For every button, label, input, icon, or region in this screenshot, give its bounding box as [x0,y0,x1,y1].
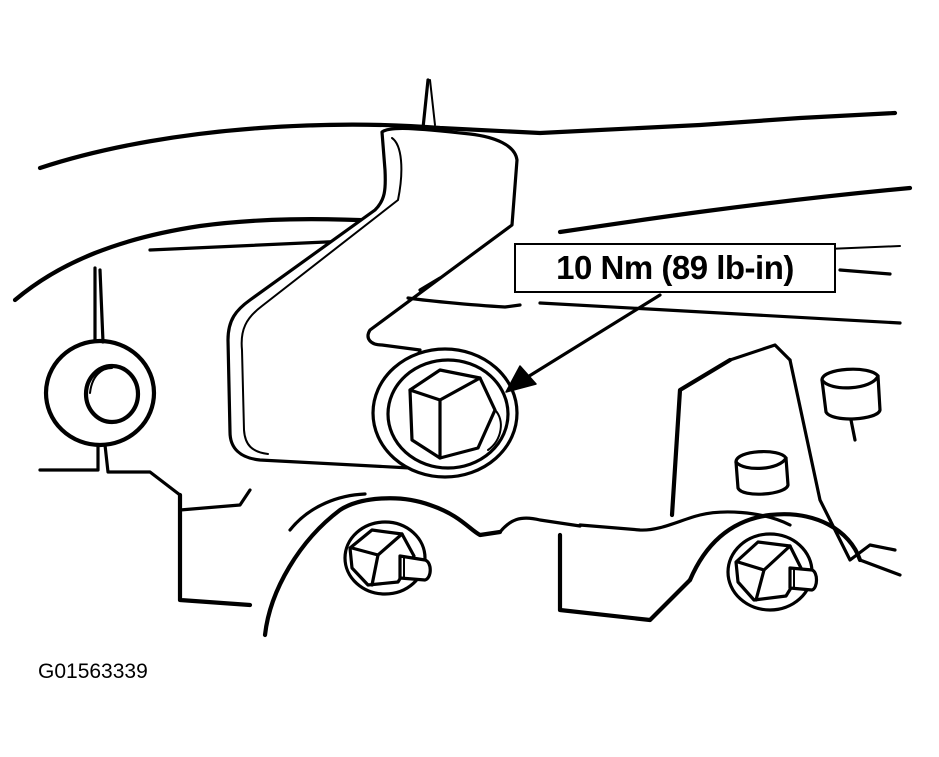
upper-housing-outline [12,78,913,325]
mounting-bracket [226,126,522,470]
torque-callout-box: 10 Nm (89 lb-in) [514,243,836,293]
bracket-bolt [371,347,519,479]
lower-right-nut [726,532,819,612]
callout-leader-arrow [505,293,662,393]
lower-casting-outline [177,343,902,638]
lower-left-nut [343,520,432,596]
torque-value-label: 10 Nm (89 lb-in) [556,249,794,286]
figure-id-label: G01563339 [38,660,148,683]
left-mounting-eye [38,266,182,497]
dowel-pins [734,367,882,496]
